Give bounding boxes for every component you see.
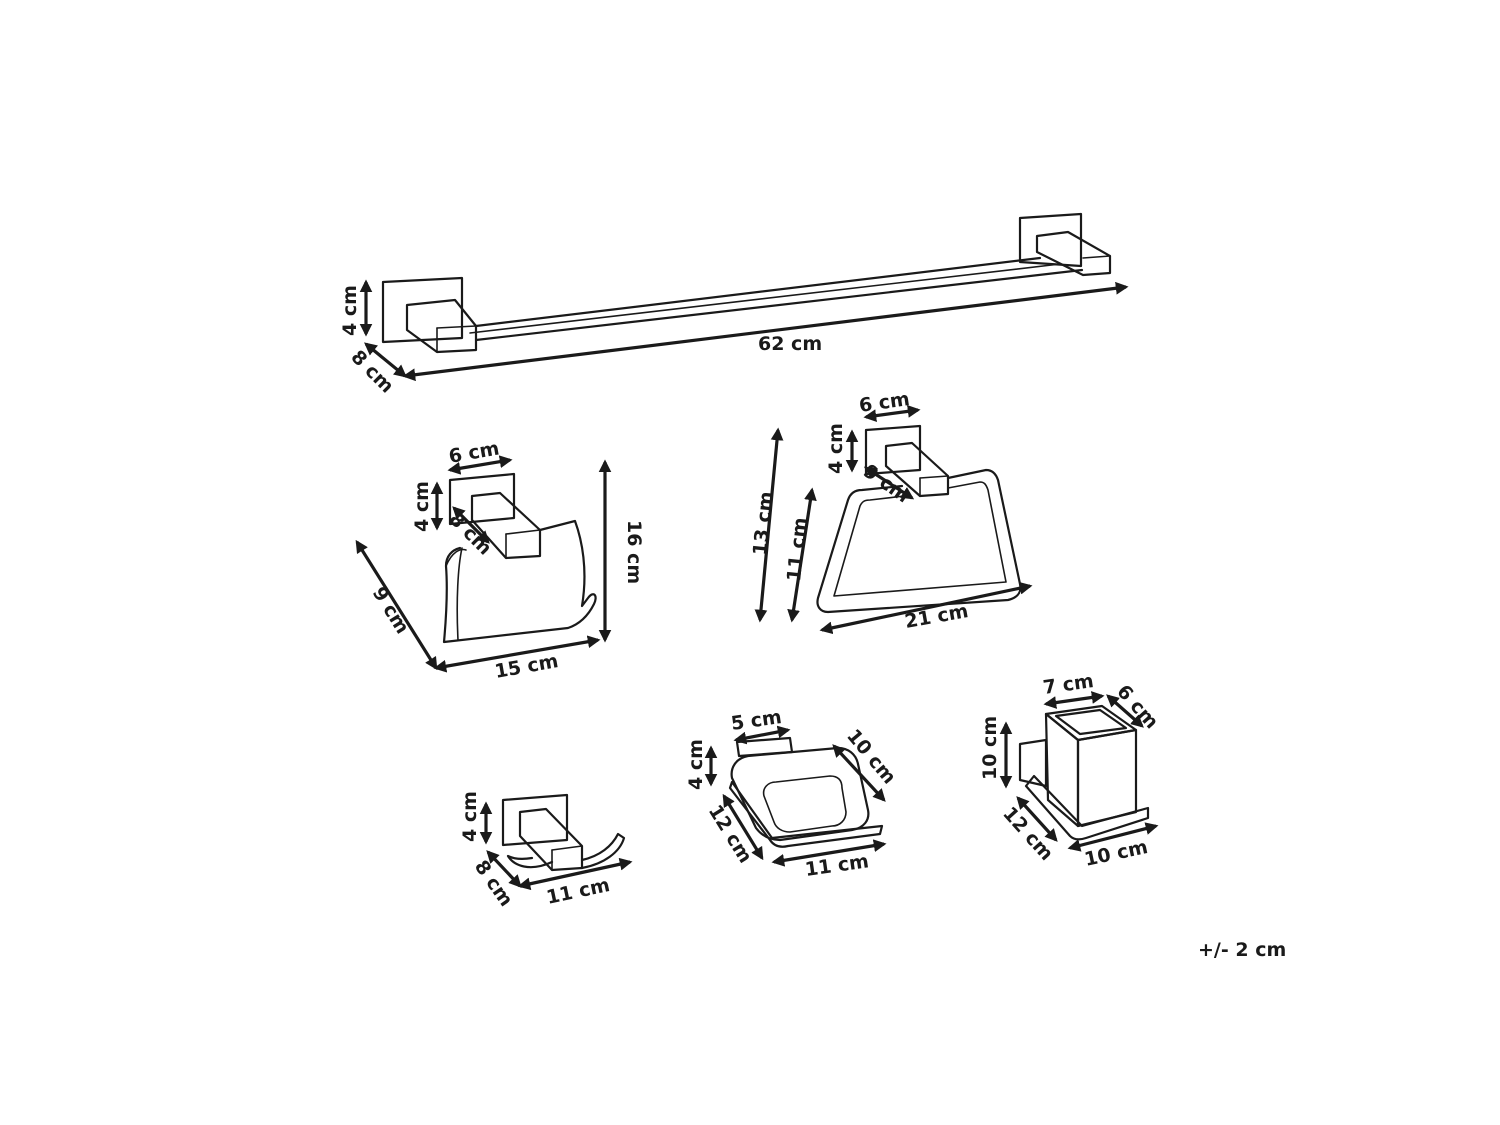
towel-rail-dim-4cm: 4 cm: [339, 285, 361, 336]
soap-dish-dim-4cm: 4 cm: [685, 739, 707, 790]
paper-holder-dim-16cm: 16 cm: [623, 520, 645, 584]
soap-dish-dimensions: 5 cm 10 cm 4 cm 12 cm 11 cm: [685, 706, 900, 881]
towel-ring-dim-11cm: 11 cm: [783, 516, 812, 582]
tolerance-note: +/- 2 cm: [1198, 939, 1286, 961]
tumbler-dim-10cm: 10 cm: [979, 716, 1001, 780]
towel-rail-dim-8cm: 8 cm: [346, 346, 398, 398]
towel-ring-dim-4cm: 4 cm: [825, 423, 847, 474]
toilet-paper-holder-drawing: [442, 472, 597, 644]
robe-hook-dim-8cm: 8 cm: [470, 856, 517, 910]
towel-ring-drawing: [816, 424, 1022, 614]
tumbler-dim-7cm: 7 cm: [1042, 670, 1095, 699]
towel-rail-dimensions: 4 cm 8 cm 62 cm: [339, 279, 1129, 398]
towel-rail-drawing: [381, 212, 1112, 354]
towel-rail-dim-62cm: 62 cm: [758, 333, 822, 355]
paper-holder-dim-9cm: 9 cm: [368, 583, 414, 638]
towel-ring-dim-21cm: 21 cm: [903, 600, 970, 633]
robe-hook-drawing: [501, 793, 626, 872]
soap-dish-dim-5cm: 5 cm: [730, 706, 783, 735]
robe-hook-dimensions: 4 cm 8 cm 11 cm: [459, 791, 633, 911]
towel-ring-dim-13cm: 13 cm: [749, 490, 778, 556]
soap-dish-dim-10cm: 10 cm: [842, 725, 900, 788]
paper-holder-dim-4cm: 4 cm: [411, 481, 433, 532]
robe-hook-dim-4cm: 4 cm: [459, 791, 481, 842]
towel-ring-dimensions: 6 cm 4 cm 9 cm 13 cm 11 cm 21 cm: [749, 388, 1033, 635]
